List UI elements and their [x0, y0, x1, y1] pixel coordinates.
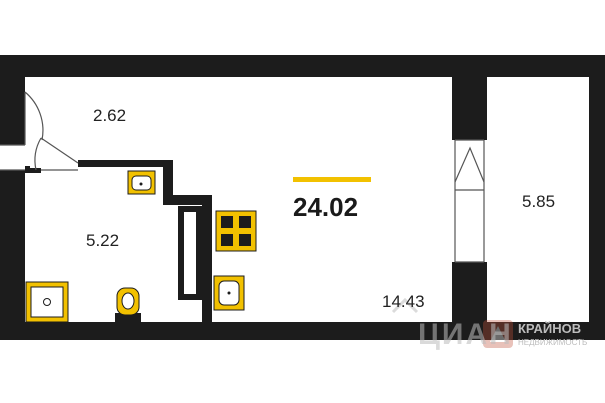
total-area: 24.02 — [293, 192, 359, 222]
kitchen-sink-icon — [213, 275, 245, 311]
room-area-bathroom: 5.22 — [86, 231, 120, 250]
watermark-site: ЦИАН — [418, 318, 513, 351]
toilet-icon — [115, 287, 141, 323]
bathroom-sink-icon — [127, 170, 156, 195]
bathroom-walls — [25, 160, 212, 322]
closet — [178, 206, 202, 300]
total-area-bar — [293, 177, 371, 182]
watermark-logo-icon — [391, 297, 513, 348]
stove-icon — [215, 210, 257, 252]
room-area-balcony: 5.85 — [522, 192, 556, 211]
room-area-hallway: 2.62 — [93, 106, 127, 125]
balcony-window — [454, 139, 485, 263]
entrance-door — [0, 91, 44, 171]
watermark-brand: КРАЙНОВ — [518, 321, 582, 336]
room-area-living: 14.43 — [382, 292, 425, 311]
watermark-subtitle: НЕДВИЖИМОСТЬ — [518, 338, 588, 347]
bathroom-door — [34, 137, 79, 171]
shower-icon — [25, 281, 69, 323]
outer-walls — [0, 55, 605, 340]
